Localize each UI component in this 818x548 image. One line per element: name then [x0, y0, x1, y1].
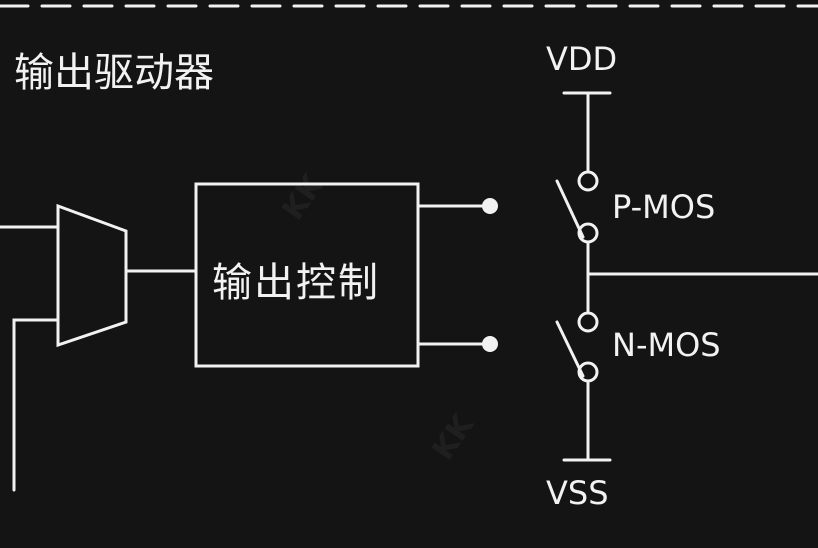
vss-label: VSS — [546, 474, 609, 512]
input-wire-lower — [12, 318, 60, 492]
multiplexer — [56, 203, 128, 348]
vdd-label: VDD — [546, 40, 618, 78]
pmos-gate-terminal — [482, 198, 498, 214]
pmos-label: P-MOS — [612, 188, 716, 226]
diagram-title: 输出驱动器 — [14, 50, 214, 96]
nmos-switch-arm — [555, 320, 585, 378]
pmos-top-contact — [577, 170, 599, 192]
nmos-label: N-MOS — [612, 326, 721, 364]
pmos-switch-arm — [555, 179, 585, 239]
nmos-gate-terminal — [482, 336, 498, 352]
nmos-top-contact — [577, 311, 599, 333]
output-control-block — [194, 182, 420, 368]
output-control-label: 输出控制 — [212, 260, 380, 306]
